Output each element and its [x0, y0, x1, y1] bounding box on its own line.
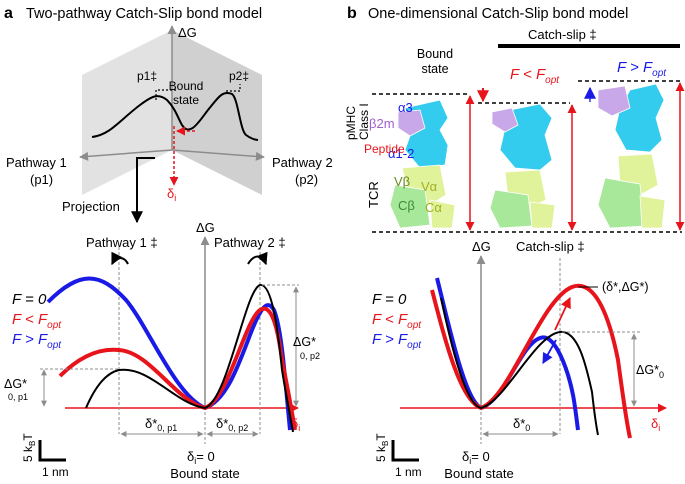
tcr-label: TCR	[366, 181, 381, 208]
curve-f-zero	[85, 284, 294, 433]
scale-length-label: 1 nm	[42, 465, 69, 479]
panel-b-title: One-dimensional Catch-Slip bond model	[368, 6, 628, 22]
pathway2-ts-label: Pathway 2 ‡	[214, 235, 286, 250]
legend-b-f-zero: F = 0	[372, 291, 407, 308]
bound-state-label: Bound state	[170, 466, 239, 481]
bound-state-label-1: Bound	[169, 79, 204, 93]
cb-label: Cβ	[398, 198, 415, 213]
molecule-bound	[389, 99, 456, 229]
projection-label: Projection	[62, 199, 120, 214]
panel-b-letter: b	[347, 5, 357, 22]
curve-b-f-zero	[440, 297, 599, 436]
curve-b-f-greater	[435, 277, 580, 431]
pathway1-axis	[79, 149, 173, 161]
curve-f-greater	[46, 276, 292, 431]
right-plane	[172, 30, 262, 195]
legend-f-zero: F = 0	[12, 291, 47, 308]
dg-p2-sub: 0, p2	[300, 351, 320, 361]
dg-axis-b-label: ΔG	[472, 239, 491, 254]
ca-label: Cα	[425, 200, 442, 215]
curve-b-f-less	[430, 283, 632, 439]
p1-label: p1‡	[137, 69, 157, 83]
pathway1-label-1: Pathway 1	[6, 155, 67, 170]
projection-arrow	[131, 157, 155, 224]
alpha12-label: α1-2	[388, 146, 414, 161]
p2-marker	[226, 84, 241, 92]
legend-b-f-less: F < Fopt	[372, 311, 422, 331]
bound-state-b-1: Bound	[417, 47, 453, 61]
delta0-label: δ*0	[513, 416, 530, 433]
scale-bar	[38, 440, 66, 462]
p2-label: p2‡	[229, 69, 249, 83]
legend-b-f-greater: F > Fopt	[372, 331, 422, 351]
f-greater-header: F > Fopt	[617, 59, 667, 79]
dg-axis-3d-label: ΔG	[178, 25, 197, 40]
p1-marker	[155, 89, 178, 100]
pathway1-label-2: (p1)	[30, 172, 53, 187]
catch-slip-ts-label: Catch-slip ‡	[516, 239, 585, 254]
pmhc-label: pMHC	[344, 106, 358, 140]
scale-energy-label: 5 kBT	[21, 433, 37, 462]
bound-state-label-2: state	[173, 93, 199, 107]
bound-state-label-b: Bound state	[444, 466, 513, 481]
ts-shift-blue	[542, 339, 557, 364]
f-less-header: F < Fopt	[510, 66, 560, 86]
class1-label: Class I	[357, 103, 371, 140]
dg-p2-label: ΔG*	[293, 335, 316, 349]
panel-b: b One-dimensional Catch-Slip bond model …	[344, 5, 685, 481]
vb-label: Vβ	[394, 174, 410, 189]
scale-energy-label-b: 5 kBT	[374, 433, 390, 462]
molecule-fgreater	[597, 83, 666, 229]
energy-surface-curve	[91, 92, 259, 141]
ts2-rotate-arrow	[247, 251, 268, 266]
delta-p2-label: δ*0, p2	[216, 416, 248, 433]
pathway2-axis	[171, 149, 265, 161]
alpha3-label: α3	[398, 100, 413, 115]
legend-f-greater: F > Fopt	[12, 331, 62, 351]
ts-coord-label: (δ*,ΔG*)	[602, 280, 649, 294]
peptide-label: Peptide	[364, 142, 405, 156]
curve-f-less	[58, 306, 297, 431]
scale-length-label-b: 1 nm	[395, 465, 422, 479]
b2m-label: β2m	[369, 116, 395, 131]
pathway2-label-2: (p2)	[295, 172, 318, 187]
delta-axis-b-label: δi	[651, 416, 660, 433]
bound-state-b-2: state	[421, 62, 448, 76]
delta-zero-label: δi= 0	[187, 449, 215, 466]
panel-a-title: Two-pathway Catch-Slip bond model	[26, 6, 262, 22]
pathway1-ts-label: Pathway 1 ‡	[86, 235, 158, 250]
left-plane	[82, 30, 172, 195]
molecule-fless	[489, 103, 556, 229]
panel-a: a Two-pathway Catch-Slip bond model ΔG p…	[4, 5, 333, 481]
scale-bar-b	[391, 440, 419, 462]
ts1-rotate-arrow	[111, 251, 129, 266]
dg-axis-label: ΔG	[196, 220, 215, 235]
pathway2-label-1: Pathway 2	[272, 155, 333, 170]
catch-slip-header: Catch-slip ‡	[528, 27, 597, 42]
delta-p1-label: δ*0, p1	[145, 416, 177, 433]
dg-p1-label: ΔG*	[4, 377, 27, 391]
ts-shift-red	[554, 297, 571, 331]
legend-f-less: F < Fopt	[12, 311, 62, 331]
dg-p1-sub: 0, p1	[8, 392, 28, 402]
delta-i-3d: δi	[167, 186, 176, 203]
delta-zero-label-b: δi= 0	[462, 449, 490, 466]
va-label: Vα	[421, 179, 438, 194]
dg0-label: ΔG*0	[636, 363, 664, 380]
panel-a-letter: a	[4, 5, 13, 22]
